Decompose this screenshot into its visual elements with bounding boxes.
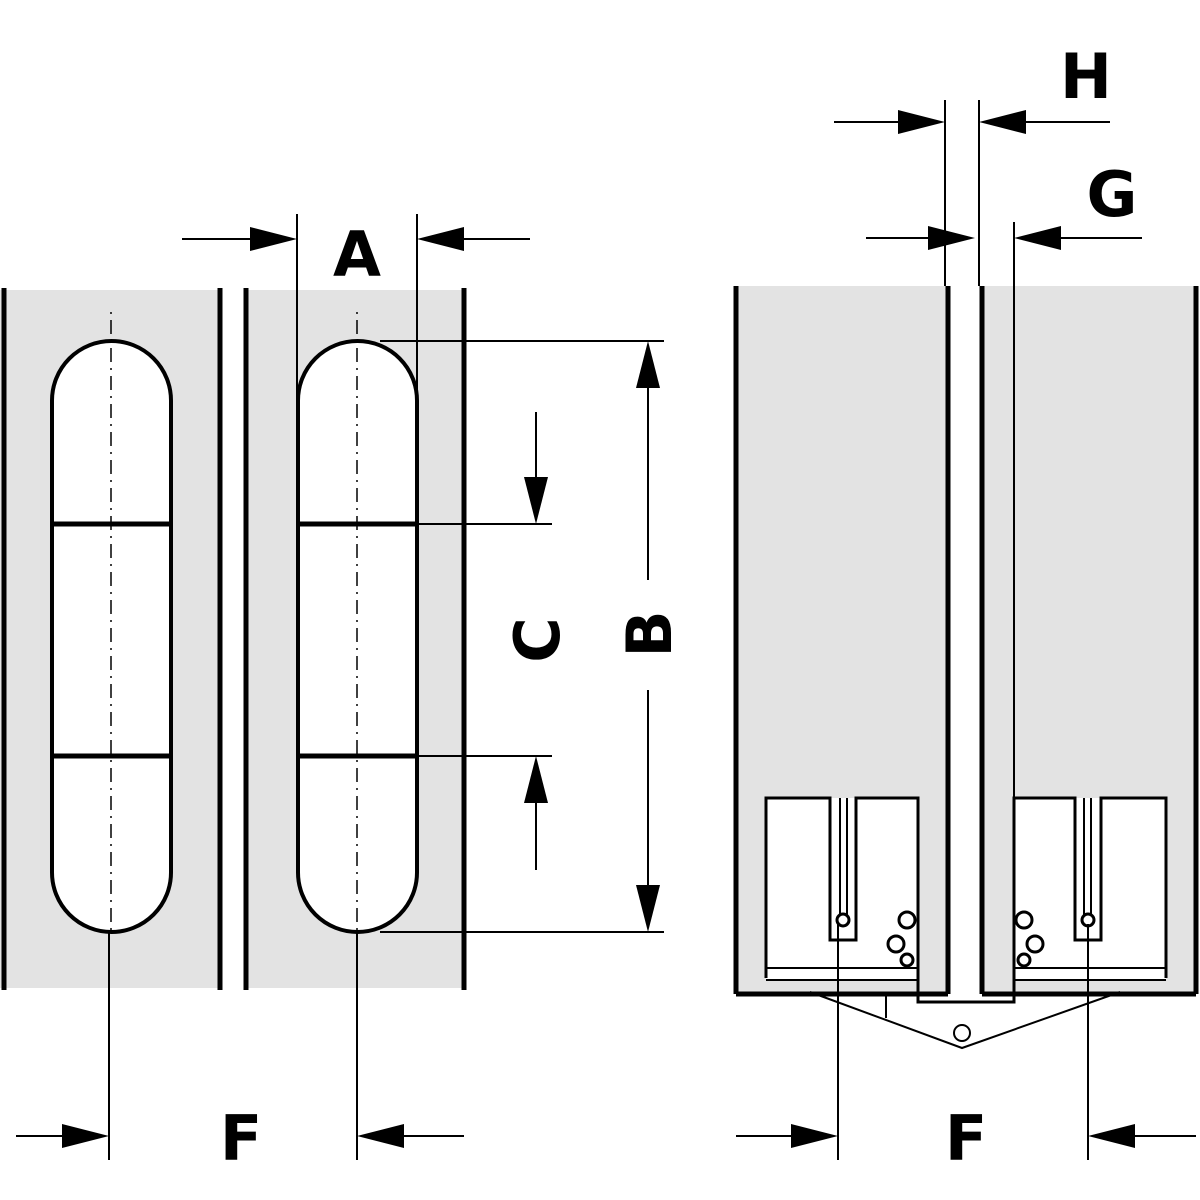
arrow-down-icon xyxy=(524,477,548,524)
arrow-left-icon xyxy=(1014,226,1061,250)
arrow-right-icon xyxy=(62,1124,109,1148)
dimension-h: H xyxy=(834,40,1112,286)
pivot-circle xyxy=(953,1024,971,1042)
label-a: A xyxy=(333,218,381,291)
hinge-housing-left xyxy=(764,796,920,981)
arrow-left-icon xyxy=(357,1124,404,1148)
front-view xyxy=(0,288,467,1160)
label-h: H xyxy=(1060,40,1112,113)
dimension-f-right: F xyxy=(736,1102,1196,1175)
dimension-f-left: F xyxy=(16,1102,464,1175)
section-view xyxy=(733,286,1199,1160)
dimension-b: B xyxy=(380,340,686,933)
hinge-link-outline xyxy=(809,991,1121,1050)
dimension-c: C xyxy=(417,412,574,870)
arrow-up-icon xyxy=(636,341,660,388)
arrow-up-icon xyxy=(524,756,548,803)
arrow-right-icon xyxy=(898,110,945,134)
label-g: G xyxy=(1087,158,1138,231)
dimension-a: A xyxy=(182,214,530,400)
arrow-left-icon xyxy=(979,110,1026,134)
arrow-right-icon xyxy=(250,227,297,251)
label-f-right: F xyxy=(945,1102,987,1175)
arrow-left-icon xyxy=(1088,1124,1135,1148)
hinge-housing-right xyxy=(1012,796,1168,981)
label-c: C xyxy=(501,617,574,663)
label-b: B xyxy=(613,610,686,657)
arrow-right-icon xyxy=(791,1124,838,1148)
dimension-g: G xyxy=(866,158,1142,800)
arrow-down-icon xyxy=(636,885,660,932)
arrow-right-icon xyxy=(928,226,975,250)
arrow-left-icon xyxy=(417,227,464,251)
label-f-left: F xyxy=(220,1102,262,1175)
hinge-link xyxy=(916,980,1016,1004)
